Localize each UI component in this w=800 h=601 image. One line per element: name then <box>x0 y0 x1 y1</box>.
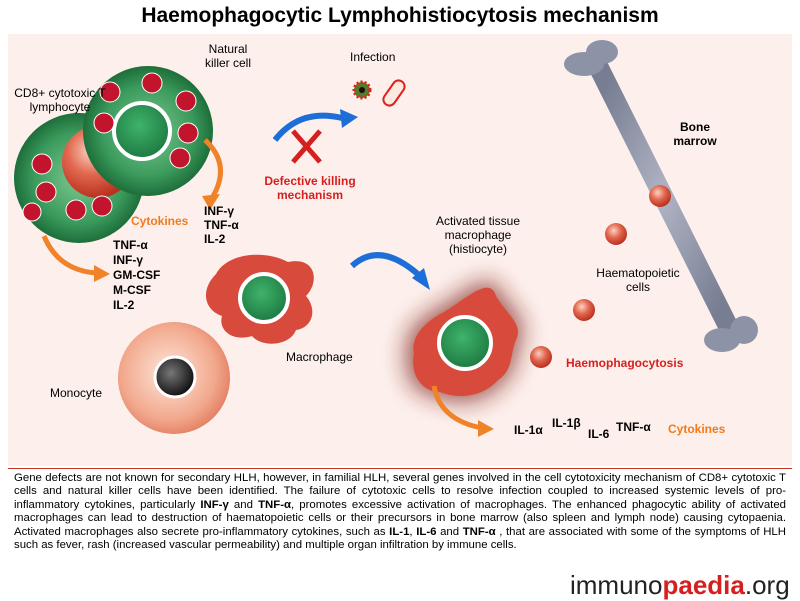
cytokine-inf-gamma-a: INF-γ <box>204 204 234 218</box>
blue-arrow-activation <box>349 252 423 279</box>
haematopoietic-label: Haematopoietic cells <box>596 266 680 294</box>
il1-alpha-label: IL-1α <box>514 423 543 437</box>
cytokine-gm-csf: GM-CSF <box>113 268 161 282</box>
infection-pathogens <box>352 79 406 107</box>
bacterium-icon <box>382 79 406 107</box>
mechanism-diagram <box>14 40 758 437</box>
cytokine-inf-gamma-b: INF-γ <box>113 253 143 267</box>
macrophage-label: Macrophage <box>286 350 353 364</box>
cross-icon <box>291 129 322 164</box>
il6-label: IL-6 <box>588 427 610 441</box>
macrophage-nucleus <box>238 272 290 324</box>
cytokines-left-label: Cytokines <box>131 214 189 228</box>
cytokine-arrow-cd8 <box>41 234 97 276</box>
il1-beta-label: IL-1β <box>552 416 581 430</box>
cytokine-tnf-alpha-a: TNF-α <box>204 218 239 232</box>
blue-arrowhead-activation <box>412 268 430 290</box>
monocyte-cell <box>118 322 230 434</box>
haematopoietic-cells <box>530 185 671 368</box>
monocyte-label: Monocyte <box>50 386 103 400</box>
cytokine-arrow-nk <box>203 138 223 200</box>
monocyte-nucleus <box>153 355 197 399</box>
cytokine-il2-a: IL-2 <box>204 232 226 246</box>
haemophagocytosis-label: Haemophagocytosis <box>566 356 684 370</box>
blue-arrowhead-infection <box>340 109 358 128</box>
macrophage-cell <box>205 254 314 344</box>
cytokine-il2-b: IL-2 <box>113 298 135 312</box>
description-text: Gene defects are not known for secondary… <box>14 472 786 552</box>
tnf-alpha-label: TNF-α <box>616 420 651 434</box>
activated-macrophage-nucleus <box>437 315 493 371</box>
defective-label: Defective killing mechanism <box>264 174 356 202</box>
cytokine-m-csf: M-CSF <box>113 283 151 297</box>
infection-label: Infection <box>350 50 396 64</box>
activated-macrophage-label: Activated tissue macrophage (histiocyte) <box>435 214 521 256</box>
blue-arrow-infection <box>272 112 343 142</box>
cytokine-arrowhead-cd8 <box>94 265 110 282</box>
immunopaedia-logo: immunopaedia.org <box>570 570 790 600</box>
divider <box>8 468 792 469</box>
cytokine-arrow-activated <box>431 385 483 431</box>
cd8-granules <box>22 153 113 222</box>
page-title: Haemophagocytic Lymphohistiocytosis mech… <box>141 4 659 27</box>
cytokine-arrowhead-nk <box>202 194 220 210</box>
cytokines-right-label: Cytokines <box>668 422 726 436</box>
nk-label: Natural killer cell <box>204 42 251 70</box>
nk-cell <box>83 66 213 196</box>
cytokine-tnf-alpha-b: TNF-α <box>113 238 148 252</box>
activated-macrophage <box>406 280 523 402</box>
cytokine-arrowhead-activated <box>478 420 494 437</box>
nk-nucleus <box>112 101 172 161</box>
bone-marrow-label: Bone marrow <box>673 120 717 148</box>
cd8-label: CD8+ cytotoxic T lymphocyte <box>14 86 106 114</box>
nk-granules <box>93 72 199 169</box>
